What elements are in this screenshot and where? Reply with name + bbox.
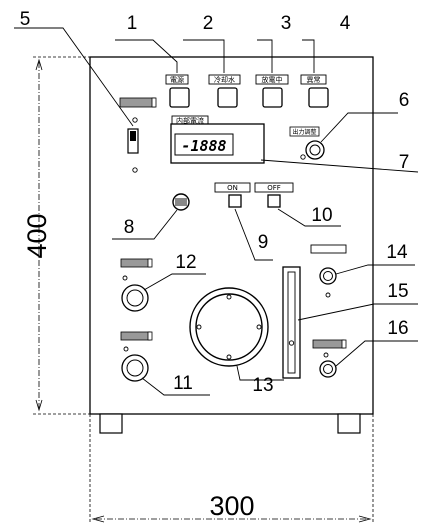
lamp-power: 電源	[165, 74, 190, 108]
internal-current-label: 内部電流	[176, 116, 204, 125]
left-foot	[99, 413, 123, 434]
lamp-discharging: 放電中	[255, 74, 289, 108]
callout-4: 4	[340, 13, 351, 34]
internal-current-meter: 内部電流 -1888	[170, 115, 265, 164]
output-adjust-knob: 出力調整	[289, 126, 325, 160]
on-button: ON	[214, 182, 251, 208]
pilot-lamp	[172, 193, 190, 211]
lamp-abnormal-label: 異常	[307, 75, 321, 84]
callout-6: 6	[399, 90, 410, 111]
connector-11	[120, 331, 153, 382]
lamp-discharging-label: 放電中	[262, 75, 283, 84]
right-foot	[337, 413, 361, 434]
height-label: 400	[22, 213, 52, 258]
on-label: ON	[227, 184, 238, 192]
callout-numbers: 1 2 3 4 5 6 7 8 9 10 11 12 13 14 15 16	[20, 9, 410, 396]
callout-9: 9	[258, 232, 269, 253]
callout-14: 14	[386, 242, 408, 263]
off-button: OFF	[254, 182, 294, 208]
height-dimension	[33, 56, 90, 415]
callout-3: 3	[281, 13, 292, 34]
output-adjust-label: 出力調整	[292, 128, 316, 136]
flow-meter	[282, 266, 301, 379]
connector-12	[120, 258, 153, 312]
callout-1: 1	[127, 13, 138, 34]
connector-16	[312, 339, 347, 378]
lamp-abnormal: 異常	[300, 74, 329, 108]
width-dimension	[89, 414, 374, 524]
callout-11: 11	[173, 373, 193, 394]
callout-8: 8	[124, 217, 135, 238]
width-label: 300	[209, 491, 254, 521]
callout-13: 13	[252, 375, 273, 396]
leader-lines	[14, 27, 419, 396]
callout-5: 5	[20, 9, 31, 30]
callout-16: 16	[387, 318, 408, 339]
meter-reading: -1888	[181, 137, 226, 155]
callout-12: 12	[175, 252, 196, 273]
callout-2: 2	[203, 13, 214, 34]
connector-14	[310, 244, 347, 298]
callout-15: 15	[387, 281, 408, 302]
viewing-port	[189, 287, 269, 367]
lamp-power-label: 電源	[170, 75, 184, 84]
lamp-cooling-water: 冷却水	[208, 74, 241, 108]
callout-10: 10	[311, 205, 332, 226]
off-label: OFF	[267, 184, 281, 192]
callout-7: 7	[399, 152, 410, 173]
main-switch	[119, 97, 157, 173]
lamp-cooling-water-label: 冷却水	[214, 75, 235, 84]
